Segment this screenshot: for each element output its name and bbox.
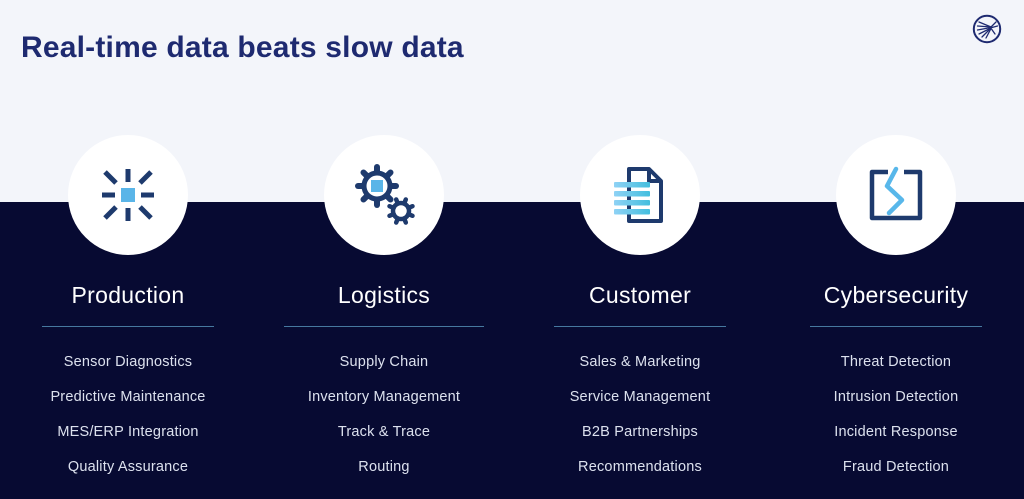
column-heading: Cybersecurity — [823, 282, 969, 308]
list-item: B2B Partnerships — [581, 424, 699, 440]
column-items: Supply Chain Inventory Management Track … — [308, 354, 460, 494]
list-item: Predictive Maintenance — [50, 389, 206, 405]
cybersecurity-icon-circle — [836, 135, 956, 255]
starburst-circle-logo-icon — [971, 13, 1003, 45]
column-production: Production Sensor Diagnostics Predictive… — [0, 135, 256, 494]
column-items: Sensor Diagnostics Predictive Maintenanc… — [50, 354, 205, 494]
column-divider — [284, 326, 484, 327]
list-item: Threat Detection — [840, 354, 952, 370]
column-heading: Customer — [588, 282, 692, 308]
column-heading: Logistics — [337, 282, 431, 308]
list-item: Fraud Detection — [842, 459, 950, 475]
column-cybersecurity: Cybersecurity Threat Detection Intrusion… — [768, 135, 1024, 494]
column-heading: Production — [71, 282, 185, 308]
customer-icon-circle — [580, 135, 700, 255]
list-item: Quality Assurance — [67, 459, 189, 475]
page-title: Real-time data beats slow data — [21, 31, 464, 64]
production-icon-circle — [68, 135, 188, 255]
category-columns: Production Sensor Diagnostics Predictive… — [0, 135, 1024, 494]
sensor-burst-icon — [102, 169, 154, 221]
gears-icon — [355, 164, 415, 225]
column-customer: Customer Sales & Marketing Service Manag… — [512, 135, 768, 494]
document-lines-icon — [614, 167, 663, 223]
list-item: Routing — [358, 459, 410, 475]
broken-square-zigzag-icon — [869, 166, 923, 221]
list-item: Track & Trace — [337, 424, 431, 440]
list-item: Intrusion Detection — [833, 389, 959, 405]
column-items: Sales & Marketing Service Management B2B… — [570, 354, 711, 494]
column-logistics: Logistics Supply Chain Inventory Managem… — [256, 135, 512, 494]
list-item: Recommendations — [578, 459, 702, 475]
list-item: MES/ERP Integration — [57, 424, 199, 440]
list-item: Service Management — [569, 389, 711, 405]
column-divider — [810, 326, 982, 327]
column-divider — [42, 326, 214, 327]
column-divider — [554, 326, 726, 327]
column-items: Threat Detection Intrusion Detection Inc… — [834, 354, 959, 494]
list-item: Inventory Management — [307, 389, 461, 405]
list-item: Supply Chain — [339, 354, 429, 370]
logistics-icon-circle — [324, 135, 444, 255]
list-item: Sensor Diagnostics — [63, 354, 193, 370]
list-item: Incident Response — [834, 424, 958, 440]
list-item: Sales & Marketing — [579, 354, 701, 370]
